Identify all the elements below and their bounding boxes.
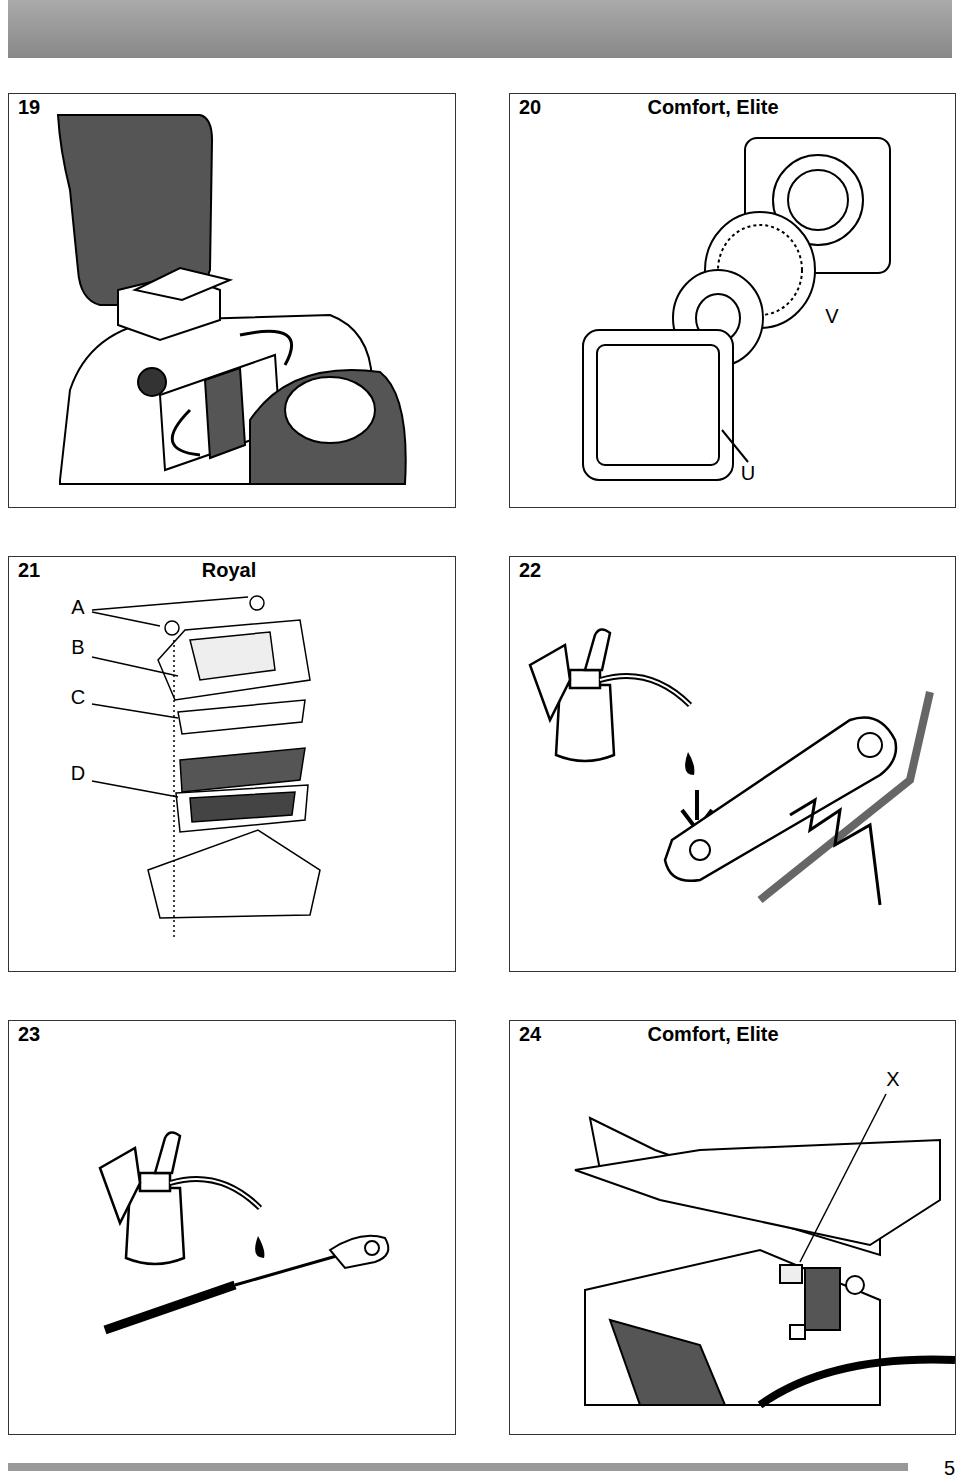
page-number: 5 xyxy=(943,1458,956,1478)
model-heading: Comfort, Elite xyxy=(647,96,778,119)
header-bar xyxy=(8,0,952,58)
air-filter-exploded-illustration xyxy=(583,138,890,480)
model-heading: Royal xyxy=(202,559,256,582)
part-label: U xyxy=(740,463,756,483)
part-label: A xyxy=(70,597,85,617)
figure-number: 19 xyxy=(18,96,40,119)
figure-panel: 20 Comfort, Elite xyxy=(509,93,956,508)
figure-number: 20 xyxy=(519,96,541,119)
part-label: D xyxy=(70,763,86,783)
footer-bar xyxy=(8,1463,908,1471)
figure-number: 22 xyxy=(519,559,541,582)
part-label: V xyxy=(824,306,839,326)
part-label: X xyxy=(885,1069,900,1089)
figure-number: 21 xyxy=(18,559,40,582)
royal-air-filter-illustration xyxy=(92,596,320,940)
cable-lubrication-illustration xyxy=(100,1132,388,1330)
model-heading: Comfort, Elite xyxy=(647,1023,778,1046)
part-label: B xyxy=(70,637,85,657)
figure-panel: 23 xyxy=(8,1020,456,1435)
battery-compartment-illustration xyxy=(58,115,406,484)
figure-panel: 19 xyxy=(8,93,456,508)
part-label: C xyxy=(70,687,86,707)
lubrication-illustration xyxy=(530,629,930,905)
figure-number: 24 xyxy=(519,1023,541,1046)
figure-panel: 22 xyxy=(509,556,956,972)
fuse-location-illustration xyxy=(575,1094,955,1405)
figure-number: 23 xyxy=(18,1023,40,1046)
